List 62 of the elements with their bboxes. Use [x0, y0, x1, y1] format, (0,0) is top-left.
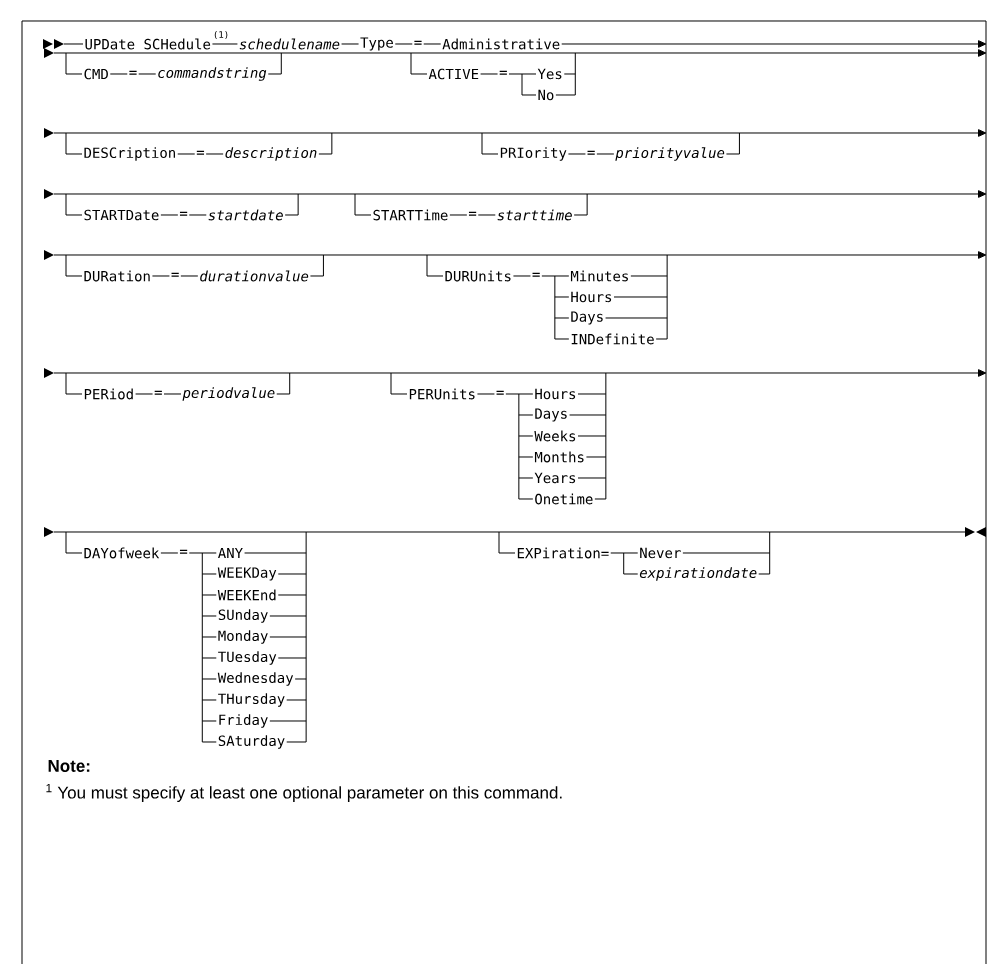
syntax-keyword: TUesday	[218, 651, 277, 665]
variable-name: commandstring	[158, 67, 267, 81]
syntax-keyword: Monday	[218, 630, 268, 644]
syntax-keyword: WEEKEnd	[217, 589, 276, 601]
syntax-keyword: EXPiration=	[517, 547, 609, 559]
syntax-keyword: =	[171, 272, 179, 277]
syntax-keyword: Days	[571, 311, 603, 325]
syntax-keyword: DESCription	[84, 147, 175, 161]
syntax-keyword: ACTIVE	[428, 68, 479, 80]
syntax-keyword: PRIority	[500, 147, 567, 161]
syntax-keyword: WEEKDay	[217, 567, 277, 581]
syntax-keyword: No	[538, 89, 554, 101]
syntax-keyword: UPDate SCHedule	[85, 38, 211, 50]
syntax-keyword: Months	[534, 451, 584, 463]
variable-name: periodvalue	[182, 387, 275, 401]
syntax-keyword: =	[587, 150, 595, 155]
variable-name: priorityvalue	[615, 147, 725, 161]
note-heading: Note:	[48, 760, 90, 772]
syntax-keyword: Hours	[535, 388, 576, 400]
syntax-keyword: Wednesday	[217, 672, 294, 686]
syntax-keyword: Friday	[219, 714, 268, 728]
syntax-keyword: SAturday	[218, 735, 285, 749]
syntax-keyword: ANY	[218, 547, 243, 559]
syntax-keyword: PERiod	[84, 388, 133, 400]
syntax-keyword: CMD	[84, 68, 108, 80]
syntax-keyword: STARTDate	[84, 209, 159, 221]
syntax-keyword: INDefinite	[571, 333, 654, 345]
syntax-keyword: SUnday	[218, 609, 268, 623]
syntax-keyword: THursday	[218, 693, 285, 707]
syntax-keyword: STARTTime	[373, 209, 448, 221]
syntax-keyword: Yes	[537, 68, 562, 80]
syntax-keyword: DURation	[84, 270, 150, 282]
syntax-keyword: =	[179, 549, 188, 554]
syntax-keyword: =	[532, 272, 540, 277]
syntax-keyword: =	[196, 150, 205, 155]
syntax-keyword: =	[496, 390, 504, 395]
syntax-keyword: Years	[534, 472, 576, 484]
syntax-keyword: PERUnits	[409, 388, 475, 400]
syntax-keyword: Type	[360, 37, 393, 51]
variable-name: durationvalue	[200, 270, 309, 282]
syntax-keyword: Never	[640, 547, 681, 559]
syntax-keyword: Hours	[571, 291, 612, 303]
syntax-keyword: Administrative	[442, 38, 560, 50]
variable-name: starttime	[497, 209, 572, 221]
footnote-reference: (1)	[214, 31, 228, 39]
syntax-keyword: =	[414, 40, 422, 45]
syntax-keyword: =	[468, 211, 477, 216]
syntax-keyword: Onetime	[535, 493, 593, 505]
variable-name: description	[225, 147, 317, 161]
variable-name: schedulename	[239, 38, 340, 50]
variable-name: expirationdate	[639, 567, 757, 581]
syntax-keyword: Minutes	[570, 270, 628, 282]
syntax-keyword: Days	[535, 408, 567, 422]
syntax-keyword: DAYofweek	[84, 547, 160, 559]
syntax-keyword: DURUnits	[445, 270, 511, 282]
syntax-keyword: =	[499, 70, 507, 75]
variable-name: startdate	[208, 209, 283, 221]
footnote-text: $^{1}$ You must specify at least one optional parameter on this command.	[46, 784, 562, 802]
syntax-keyword: =	[179, 211, 188, 216]
syntax-keyword: =	[154, 390, 162, 395]
syntax-keyword: =	[129, 70, 137, 75]
syntax-keyword: Weeks	[534, 430, 576, 442]
